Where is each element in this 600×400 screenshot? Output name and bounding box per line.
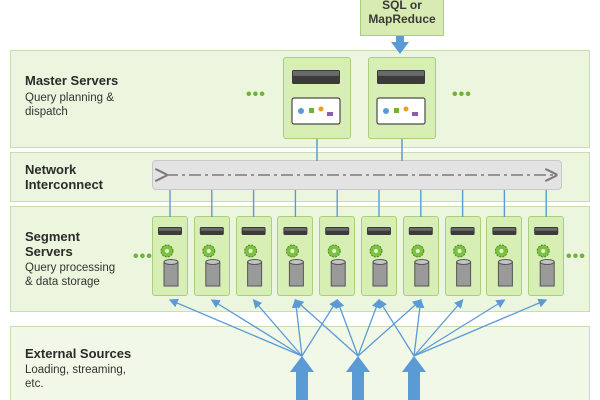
data-load-line xyxy=(413,298,425,357)
console-node xyxy=(327,112,333,116)
disk-icon xyxy=(497,261,513,287)
server-icon-top xyxy=(200,228,223,231)
server-icon-top xyxy=(535,228,558,231)
server-icon-top xyxy=(284,228,307,231)
console-node xyxy=(403,106,409,112)
gear-icon-hub xyxy=(206,249,211,253)
console-node xyxy=(318,106,324,112)
source-up-arrow xyxy=(402,356,426,400)
data-load-line xyxy=(335,298,359,357)
gear-icon-hub xyxy=(248,249,253,253)
gear-icon-hub xyxy=(499,249,504,253)
disk-icon-top xyxy=(247,259,263,265)
source-up-arrow xyxy=(346,356,370,400)
gear-icon-hub xyxy=(374,249,378,253)
data-load-line xyxy=(210,299,303,357)
query-console-icon xyxy=(291,97,341,125)
segment-sub1: Query processing xyxy=(25,262,116,274)
source-up-arrow xyxy=(290,356,314,400)
query-console-icon xyxy=(376,97,426,125)
disk-icon-top xyxy=(288,259,304,265)
server-icon-top xyxy=(378,71,424,76)
disk-icon-top xyxy=(497,259,513,265)
disk-icon xyxy=(288,261,304,287)
data-load-line xyxy=(168,298,303,357)
master-servers-sub2: dispatch xyxy=(25,106,68,118)
segment-ellipsis-left: ••• xyxy=(133,248,153,265)
data-load-line xyxy=(357,298,381,357)
gear-icon-hub xyxy=(290,249,295,253)
data-load-line xyxy=(413,299,506,357)
console-node xyxy=(412,112,418,116)
gear-icon-hub xyxy=(165,249,169,253)
server-icon-top xyxy=(159,228,181,231)
console-node xyxy=(309,108,314,113)
external-sources-title: External Sources xyxy=(25,346,132,361)
server-icon-top xyxy=(368,228,390,231)
master-ellipsis-left: ••• xyxy=(246,86,266,103)
server-icon-top xyxy=(293,71,339,76)
segment-title-line1: Segment xyxy=(25,229,80,244)
input-box-line2: MapReduce xyxy=(368,12,436,26)
sql-mapreduce-input-box: SQL or MapReduce xyxy=(360,0,444,36)
external-sources-sub2: etc. xyxy=(25,378,44,390)
server-icon-top xyxy=(493,228,516,231)
disk-icon-top xyxy=(456,259,472,265)
data-load-line xyxy=(301,298,338,357)
data-load-line xyxy=(294,299,359,357)
server-icon-top xyxy=(409,228,432,231)
segment-title-line2: Servers xyxy=(25,244,73,259)
console-node xyxy=(394,108,399,113)
disk-icon xyxy=(372,261,388,287)
disk-icon xyxy=(330,261,346,287)
console-node xyxy=(298,108,304,114)
disk-icon-top xyxy=(163,259,179,265)
master-servers-sub1: Query planning & xyxy=(25,92,114,104)
segment-ellipsis-right: ••• xyxy=(566,248,586,265)
server-icon-top xyxy=(242,228,265,231)
data-load-line xyxy=(357,299,422,357)
disk-icon-top xyxy=(539,259,555,265)
data-load-line xyxy=(291,298,303,357)
server-icon-top xyxy=(326,228,349,231)
network-title-line2: Interconnect xyxy=(25,177,104,192)
gear-icon-hub xyxy=(457,249,462,253)
network-title-line1: Network xyxy=(25,162,77,177)
data-load-line xyxy=(413,298,548,357)
input-box-line1: SQL or xyxy=(382,0,422,12)
disk-icon xyxy=(414,261,430,287)
external-sources-sub1: Loading, streaming, xyxy=(25,364,127,376)
data-load-line xyxy=(378,298,415,357)
disk-icon xyxy=(456,261,472,287)
gear-icon-hub xyxy=(541,249,546,253)
disk-icon-top xyxy=(372,259,388,265)
disk-icon xyxy=(205,261,221,287)
data-load-line xyxy=(252,299,303,357)
console-node xyxy=(383,108,389,114)
gear-icon-hub xyxy=(332,249,337,253)
server-icon-top xyxy=(451,228,474,231)
master-servers-title: Master Servers xyxy=(25,73,119,88)
disk-icon-top xyxy=(205,259,221,265)
disk-icon-top xyxy=(330,259,346,265)
segment-sub2: & data storage xyxy=(25,276,100,288)
disk-icon xyxy=(163,261,179,287)
data-load-line xyxy=(413,299,464,357)
input-down-arrow xyxy=(391,36,409,54)
disk-icon xyxy=(539,261,555,287)
gear-icon-hub xyxy=(415,249,420,253)
master-ellipsis-right: ••• xyxy=(452,86,472,103)
disk-icon xyxy=(247,261,263,287)
disk-icon-top xyxy=(414,259,430,265)
